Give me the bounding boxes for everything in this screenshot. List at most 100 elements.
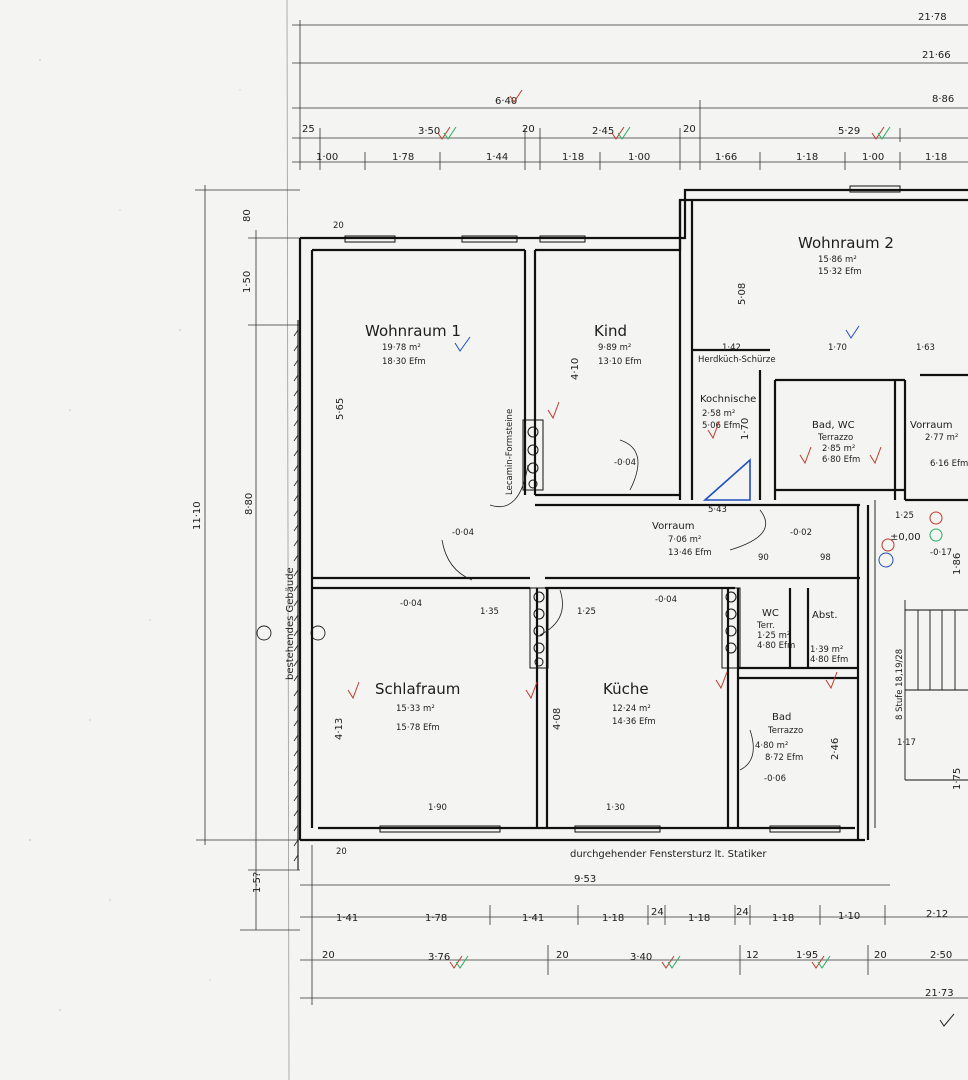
dim-b1-9: 2·12 — [926, 909, 948, 920]
room-wohnraum2-name: Wohnraum 2 — [798, 234, 894, 252]
room-badwc-area: 2·85 m² — [822, 444, 855, 454]
level-sr: -0·04 — [400, 599, 422, 609]
dim-row1-0: 25 — [302, 124, 315, 135]
dim-b2-3: 3·40 — [630, 952, 652, 963]
top-dimension-texts: 21·78 21·66 8·86 6·40 25 3·50 20 2·45 20… — [302, 12, 954, 163]
room-kochnische-area: 2·58 m² — [702, 409, 735, 419]
level-ku: -0·04 — [655, 595, 677, 605]
dim-90: 90 — [758, 553, 769, 563]
dim-total-a: 21·78 — [918, 12, 947, 23]
dim-410: 4·10 — [570, 358, 581, 380]
room-kochnische-cubic: 5·06 Efm — [702, 421, 740, 431]
dim-170h: 1·70 — [828, 343, 847, 353]
dim-130: 1·30 — [606, 803, 625, 813]
dim-total-bottom: 21·73 — [925, 988, 954, 999]
level-wr1: -0·04 — [452, 528, 474, 538]
dim-b2-2: 20 — [556, 950, 569, 961]
bottom-dimension-lines — [300, 845, 968, 1005]
dim-175: 1·75 — [952, 768, 963, 790]
staircase — [874, 500, 968, 828]
dim-row1-2: 20 — [522, 124, 535, 135]
dim-246: 2·46 — [830, 738, 841, 760]
dim-row2-1: 1·78 — [392, 152, 414, 163]
room-kind-cubic: 13·10 Efm — [598, 357, 642, 367]
dim-row1-1: 3·50 — [418, 126, 440, 137]
bottom-check-marks — [449, 955, 955, 1027]
room-vorraum-right-area: 2·77 m² — [925, 433, 958, 443]
existing-building-label: bestehendes Gebäude — [285, 567, 296, 680]
dim-b2-1: 3·76 — [428, 952, 450, 963]
dim-186: 1·86 — [952, 553, 963, 575]
room-vorraum-right: Vorraum 2·77 m² 6·16 Efm — [910, 420, 968, 469]
room-schlafraum-area: 15·33 m² — [396, 704, 435, 714]
dim-543: 5·43 — [708, 505, 727, 515]
dim-b1-6: 24 — [736, 907, 749, 918]
room-abst-name: Abst. — [812, 610, 838, 621]
dim-row2-5: 1·66 — [715, 152, 737, 163]
dim-b1-7: 1·18 — [772, 913, 794, 924]
dim-row2-8: 1·18 — [925, 152, 947, 163]
room-badwc-floor: Terrazzo — [817, 433, 853, 443]
bottom-dimension-texts: 9·53 1·41 1·78 1·41 1·18 24 1·18 24 1·18… — [322, 874, 954, 999]
room-schlafraum: Schlafraum 15·33 m² 15·78 Efm — [375, 680, 460, 733]
dim-142: 1·42 — [722, 343, 741, 353]
dim-b1-2: 1·41 — [522, 913, 544, 924]
dim-80: 80 — [242, 209, 253, 222]
room-wohnraum2-area: 15·86 m² — [818, 255, 857, 265]
dim-190: 1·90 — [428, 803, 447, 813]
dim-20a: 20 — [333, 221, 344, 231]
room-bad-floor: Terrazzo — [767, 726, 803, 736]
level-017-label: -0·17 — [930, 548, 952, 558]
room-bad-area: 4·80 m² — [755, 741, 788, 751]
dim-b1-1: 1·78 — [425, 913, 447, 924]
dim-1110: 11·10 — [192, 501, 203, 530]
lecamin-label: Lecamin-Formsteine — [505, 409, 515, 495]
paper-texture — [28, 59, 241, 1011]
dim-170: 1·70 — [740, 418, 751, 440]
check-marks — [437, 89, 891, 140]
existing-building-edge — [256, 320, 326, 870]
room-kind-area: 9·89 m² — [598, 343, 631, 353]
dim-408: 4·08 — [552, 708, 563, 730]
dim-row2-6: 1·18 — [796, 152, 818, 163]
stair-label: 8 Stufe 18,19/28 — [895, 649, 905, 720]
dim-b1-4: 24 — [651, 907, 664, 918]
room-abst-cubic: 4·80 Efm — [810, 655, 848, 665]
dim-b2-0: 20 — [322, 950, 335, 961]
room-wohnraum2-cubic: 15·32 Efm — [818, 267, 862, 277]
dim-508: 5·08 — [737, 283, 748, 305]
dim-880: 8·80 — [244, 493, 255, 515]
dim-row1-5: 5·29 — [838, 126, 860, 137]
dim-98: 98 — [820, 553, 831, 563]
room-vorraum: Vorraum 7·06 m² 13·46 Efm — [652, 521, 712, 558]
room-vorraum-cubic: 13·46 Efm — [668, 548, 712, 558]
room-kueche-name: Küche — [603, 680, 649, 698]
room-wohnraum1-cubic: 18·30 Efm — [382, 357, 426, 367]
room-wc-name: WC — [762, 608, 779, 619]
left-dimension-texts: 11·10 8·80 80 1·50 1·5? — [192, 209, 263, 893]
dim-b1-3: 1·18 — [602, 913, 624, 924]
dim-20b: 20 — [336, 847, 347, 857]
room-wohnraum1-name: Wohnraum 1 — [365, 322, 461, 340]
room-kueche-cubic: 14·36 Efm — [612, 717, 656, 727]
room-kind-name: Kind — [594, 322, 627, 340]
dim-15x: 1·5? — [252, 872, 263, 893]
dim-640: 6·40 — [495, 96, 517, 107]
fold-line — [286, 0, 290, 1080]
room-schlafraum-cubic: 15·78 Efm — [396, 723, 440, 733]
dim-953: 9·53 — [574, 874, 596, 885]
dim-row1-4: 20 — [683, 124, 696, 135]
room-kueche-area: 12·24 m² — [612, 704, 651, 714]
level-zero-label: ±0,00 — [890, 532, 921, 543]
room-wohnraum1-area: 19·78 m² — [382, 343, 421, 353]
level-kind: -0·04 — [614, 458, 636, 468]
dim-row1-3: 2·45 — [592, 126, 614, 137]
room-kueche: Küche 12·24 m² 14·36 Efm — [603, 680, 656, 727]
room-vorraum-area: 7·06 m² — [668, 535, 701, 545]
fenstersturz-label: durchgehender Fenstersturz lt. Statiker — [570, 849, 767, 860]
dim-row2-0: 1·00 — [316, 152, 338, 163]
interior-dimensions: 5·65 4·10 5·08 4·13 4·08 2·46 1·70 1·86 … — [334, 283, 963, 790]
room-wohnraum2: Wohnraum 2 15·86 m² 15·32 Efm — [798, 234, 894, 277]
dim-b1-0: 1·41 — [336, 913, 358, 924]
